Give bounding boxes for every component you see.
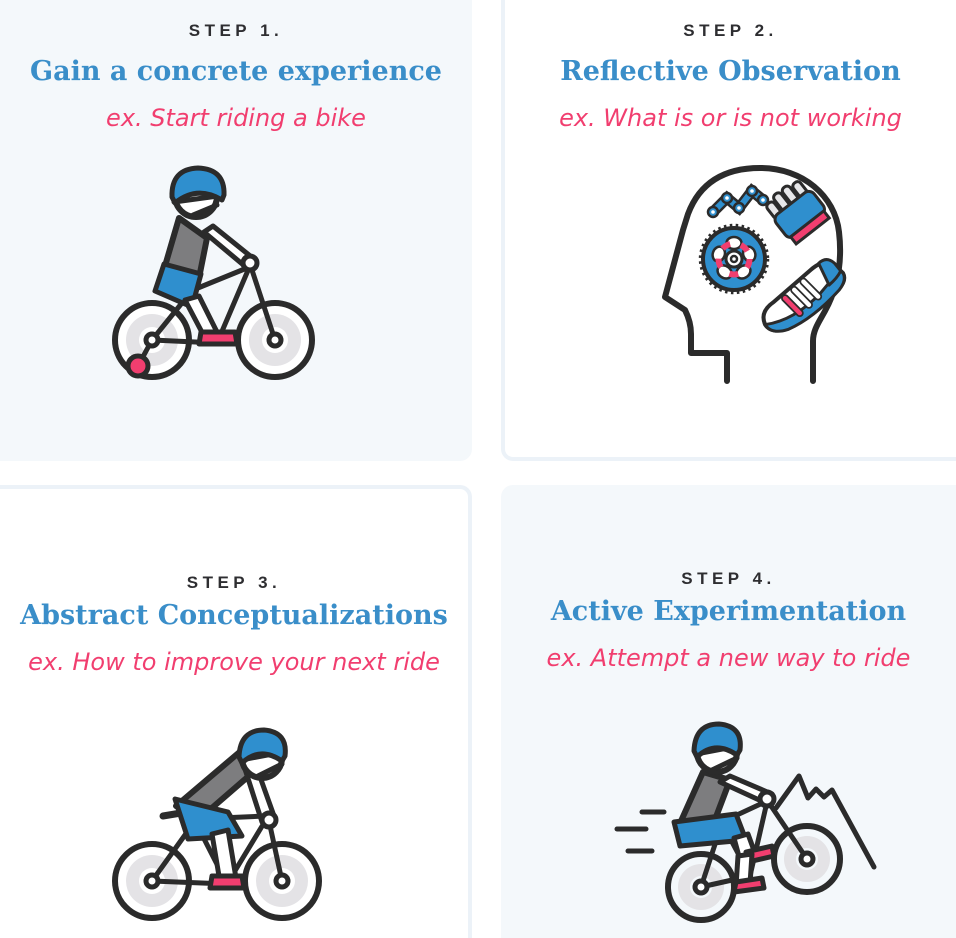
step-3-panel: STEP 3. Abstract Conceptualizations ex. … bbox=[0, 485, 472, 938]
rider bbox=[172, 727, 288, 891]
step-4-panel: STEP 4. Active Experimentation ex. Attem… bbox=[501, 485, 956, 938]
pedal-dot bbox=[125, 353, 151, 379]
rider bbox=[671, 721, 777, 895]
helmet-icon bbox=[169, 165, 227, 206]
mountains bbox=[773, 773, 877, 870]
step-1-panel: STEP 1. Gain a concrete experience ex. S… bbox=[0, 0, 472, 461]
step-2-title: Reflective Observation bbox=[560, 56, 901, 87]
head-with-bike-parts-icon bbox=[662, 165, 847, 384]
step-1-label: STEP 1. bbox=[188, 21, 284, 40]
rider bbox=[152, 165, 260, 347]
step-1-example: ex. Start riding a bike bbox=[106, 104, 366, 132]
step-3-label: STEP 3. bbox=[186, 573, 282, 592]
step-2-panel: STEP 2. Reflective Observation ex. What … bbox=[501, 0, 956, 461]
chainring-gear-icon bbox=[698, 223, 770, 295]
helmet-icon bbox=[236, 727, 288, 766]
step-2-example: ex. What is or is not working bbox=[559, 104, 902, 132]
bike-chain-icon bbox=[706, 183, 770, 219]
sneaker-icon bbox=[761, 258, 847, 333]
step-2-label: STEP 2. bbox=[683, 21, 778, 40]
cycling-glove-icon bbox=[765, 180, 832, 247]
cyclist-riding-bike-icon bbox=[112, 165, 315, 380]
step-3-title: Abstract Conceptualizations bbox=[20, 600, 448, 631]
step-4-label: STEP 4. bbox=[681, 569, 776, 588]
step-4-example: ex. Attempt a new way to ride bbox=[546, 644, 911, 672]
helmet-icon bbox=[691, 721, 743, 760]
step-4-title: Active Experimentation bbox=[550, 596, 907, 627]
speed-lines bbox=[614, 809, 667, 854]
cyclist-speeding-mountains-icon bbox=[614, 721, 877, 923]
step-1-title: Gain a concrete experience bbox=[30, 56, 442, 87]
cyclist-leaning-forward-icon bbox=[112, 727, 322, 921]
step-3-example: ex. How to improve your next ride bbox=[28, 648, 440, 676]
